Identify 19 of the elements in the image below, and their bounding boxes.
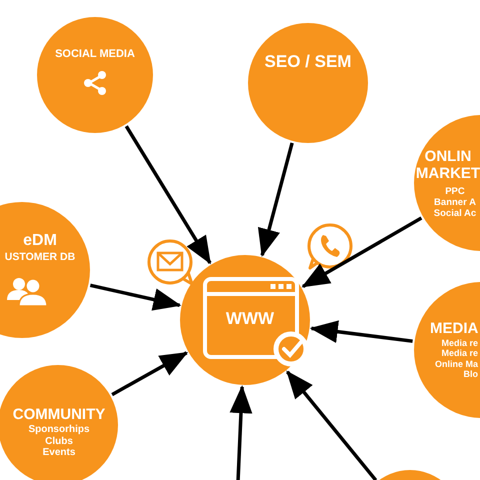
arrow xyxy=(301,216,422,288)
topic-title: MEDIA xyxy=(430,320,480,338)
topic-title: ONLIN MARKET xyxy=(414,148,480,182)
topic-title: eDM xyxy=(22,232,58,250)
arrow xyxy=(258,142,294,257)
arrow xyxy=(286,370,378,480)
topic-title: COMMUNITY xyxy=(12,406,106,424)
topic-title: WWW xyxy=(224,309,276,329)
topic-subtitle: PPC Banner A Social Ac xyxy=(432,187,478,220)
arrow xyxy=(90,284,182,311)
topic-title: SOCIAL MEDIA xyxy=(54,48,136,61)
topic-subtitle: Sponsorhips Clubs Events xyxy=(27,424,91,458)
topic-subtitle: USTOMER DB xyxy=(4,251,76,264)
arrow xyxy=(230,385,252,480)
topic-title: SEO / SEM xyxy=(264,52,352,72)
arrow xyxy=(310,320,413,343)
arrow xyxy=(124,125,212,264)
topic-subtitle: Media re Media re Online Ma Blo xyxy=(434,338,478,380)
arrow xyxy=(111,351,188,396)
